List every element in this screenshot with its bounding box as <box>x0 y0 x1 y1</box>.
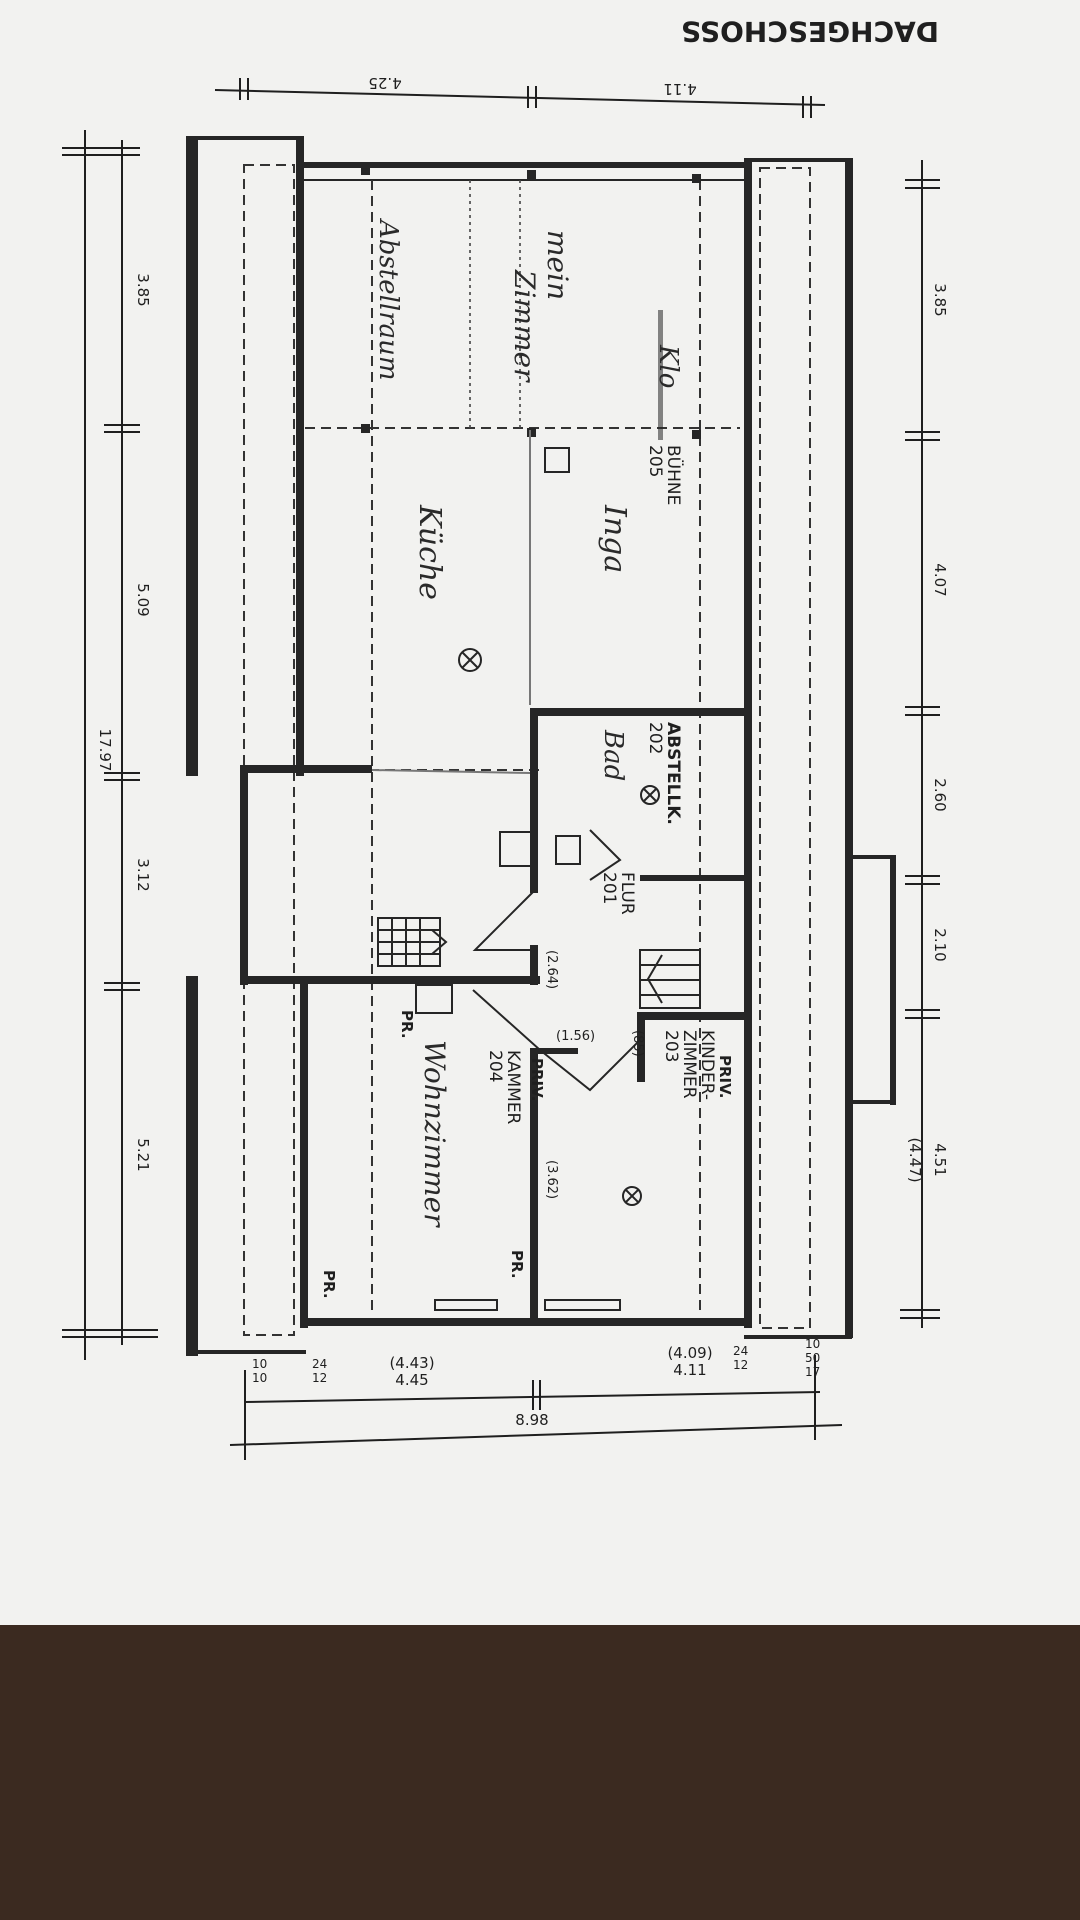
hw-mein: mein <box>541 230 574 300</box>
dim-bottom-right-a: (4.09) <box>667 1344 712 1362</box>
room-buehne-number: 205 <box>645 445 665 477</box>
dim-small-3: 12 <box>312 1371 327 1385</box>
dim-right-1: 3.85 <box>931 283 949 316</box>
dim-right-4: 2.10 <box>931 928 949 961</box>
interior-walls <box>240 708 745 1323</box>
dim-top-right: 4.11 <box>663 80 696 98</box>
inner-dim-2: (1.56) <box>556 1029 595 1044</box>
hw-zimmer: Zimmer <box>508 269 541 383</box>
dim-top-left: 4.25 <box>368 74 401 92</box>
drawing-title: DACHGESCHOSS <box>681 15 939 48</box>
room-kinder-priv: PRIV. <box>716 1055 734 1099</box>
handwritten-labels: Klo mein Zimmer Abstellraum Küche Inga B… <box>371 218 683 1228</box>
dim-right-2: 4.07 <box>931 563 949 596</box>
dim-left-4: 5.21 <box>134 1138 152 1171</box>
dim-small-1: 10 <box>252 1357 267 1371</box>
paper-sheet <box>0 0 1080 1625</box>
flur-door-lines <box>472 447 641 1092</box>
dimension-top: 4.25 4.11 <box>214 74 826 118</box>
dim-right-3: 2.60 <box>931 778 949 811</box>
dim-bottom-left-a: (4.43) <box>389 1354 434 1372</box>
dim-left-total: 17.97 <box>96 729 114 772</box>
dim-small-9: 17 <box>805 1365 820 1379</box>
dim-bottom-left-b: 4.45 <box>395 1371 428 1389</box>
dim-small-6: 12 <box>733 1358 748 1372</box>
dim-bottom-total: 8.98 <box>515 1411 548 1429</box>
hw-klo: Klo <box>653 344 683 388</box>
room-kinder-name-2: ZIMMER <box>679 1030 699 1099</box>
hw-inga: Inga <box>597 504 632 573</box>
dim-small-5: 24 <box>733 1344 748 1358</box>
inner-dim-4: (3.62) <box>544 1160 559 1199</box>
pr-label-2: PR. <box>508 1250 526 1279</box>
dim-right-5: 4.51 <box>931 1143 949 1176</box>
dim-small-2: 24 <box>312 1357 327 1371</box>
dim-left-1: 3.85 <box>134 273 152 306</box>
dim-small-7: 10 <box>805 1337 820 1351</box>
room-flur-name: FLUR <box>617 872 637 915</box>
room-buehne-name: BÜHNE <box>663 445 685 505</box>
exterior-walls <box>186 136 896 1356</box>
room-kinder-name-1: KINDER- <box>697 1030 717 1100</box>
room-kinder-number: 203 <box>661 1030 681 1062</box>
hw-abstellraum: Abstellraum <box>373 218 403 381</box>
floor-plan: DACHGESCHOSS 4.25 4.11 3.85 5.09 3.12 5.… <box>62 15 949 1460</box>
light-fixture-icons <box>458 648 660 1206</box>
windows-bottom <box>434 1299 621 1311</box>
dimension-right: 3.85 4.07 2.60 2.10 4.51 (4.47) <box>900 160 949 1328</box>
hw-wohnzimmer: Wohnzimmer <box>418 1040 451 1228</box>
posts <box>361 166 701 439</box>
dimension-left: 3.85 5.09 3.12 5.21 17.97 <box>62 130 158 1360</box>
dim-right-5b: (4.47) <box>906 1137 924 1182</box>
printed-room-labels: BÜHNE 205 ABSTELLK. 202 FLUR 201 PRIV. K… <box>320 445 734 1299</box>
room-abstellk-number: 202 <box>645 722 665 754</box>
room-abstellk-name: ABSTELLK. <box>663 722 683 825</box>
staircase <box>377 917 701 1014</box>
room-flur-number: 201 <box>599 872 619 904</box>
pr-label-1: PR. <box>398 1010 416 1039</box>
inner-dim-1: (2.64) <box>544 950 559 989</box>
room-kammer-number: 204 <box>485 1050 505 1082</box>
room-kammer-name: KAMMER <box>503 1050 523 1125</box>
inner-dim-3: (85) <box>630 1030 645 1057</box>
dim-small-4: 10 <box>252 1371 267 1385</box>
hw-bad: Bad <box>598 729 628 781</box>
dimension-bottom: (4.43) 4.45 (4.09) 4.11 8.98 10 24 12 10… <box>229 1337 843 1460</box>
dim-left-2: 5.09 <box>134 583 152 616</box>
hw-kueche: Küche <box>412 504 447 600</box>
room-kammer-priv: PRIV. <box>528 1058 546 1102</box>
pr-label-3: PR. <box>320 1270 338 1299</box>
dim-left-3: 3.12 <box>134 858 152 891</box>
dim-small-8: 50 <box>805 1351 820 1365</box>
dim-bottom-right-b: 4.11 <box>673 1361 706 1379</box>
